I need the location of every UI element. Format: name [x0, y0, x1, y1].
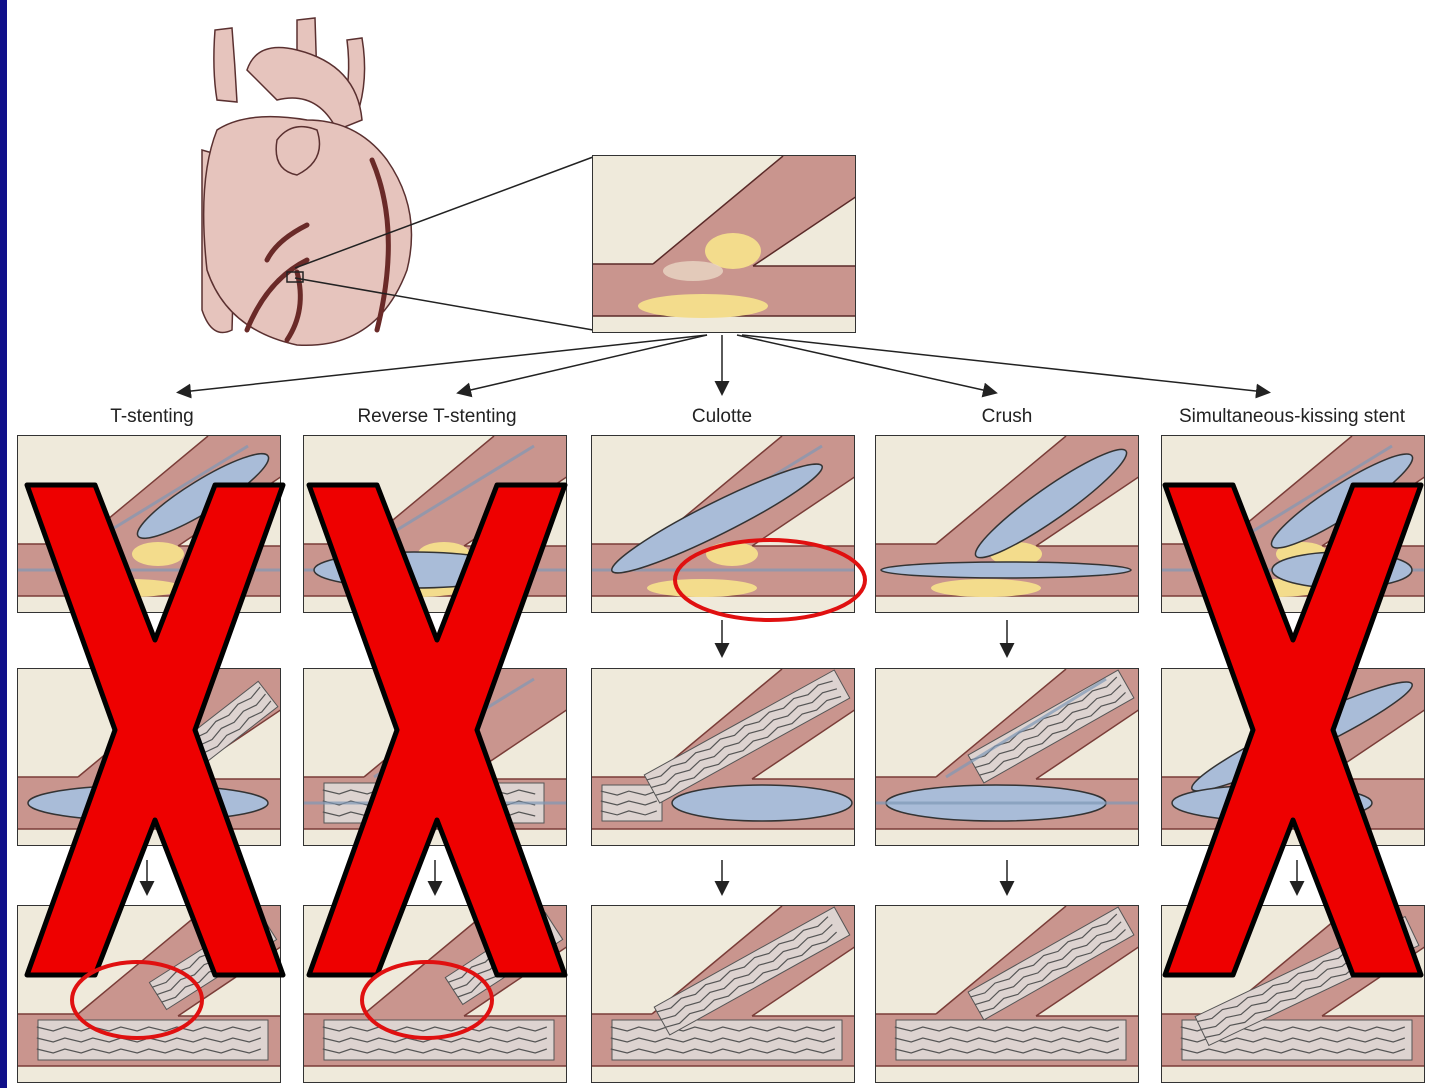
panel-t-stenting-stent: [17, 668, 281, 846]
method-label-reverse-t-stenting: Reverse T-stenting: [292, 406, 582, 428]
panel-simultaneous-kissing-stent-balloon: [1161, 435, 1425, 613]
method-label-t-stenting: T-stenting: [7, 406, 297, 428]
panel-simultaneous-kissing-stent-stent: [1161, 668, 1425, 846]
method-label-simultaneous-kissing-stent: Simultaneous-kissing stent: [1147, 406, 1437, 428]
heart-illustration: [157, 10, 437, 350]
method-label-crush: Crush: [862, 406, 1152, 428]
panel-reverse-t-stenting-result: [303, 905, 567, 1083]
panel-simultaneous-kissing-stent-result: [1161, 905, 1425, 1083]
panel-reverse-t-stenting-balloon: [303, 435, 567, 613]
method-label-culotte: Culotte: [577, 406, 867, 428]
bifurcation-stenting-diagram: T-stenting Reverse T-stenting Culotte Cr…: [7, 0, 1441, 1088]
panel-crush-balloon: [875, 435, 1139, 613]
bifurcation-panel: [592, 155, 856, 333]
panel-crush-stent: [875, 668, 1139, 846]
panel-culotte-result: [591, 905, 855, 1083]
panel-reverse-t-stenting-stent: [303, 668, 567, 846]
panel-crush-result: [875, 905, 1139, 1083]
panel-culotte-stent: [591, 668, 855, 846]
panel-t-stenting-result: [17, 905, 281, 1083]
panel-t-stenting-balloon: [17, 435, 281, 613]
panel-culotte-balloon: [591, 435, 855, 613]
